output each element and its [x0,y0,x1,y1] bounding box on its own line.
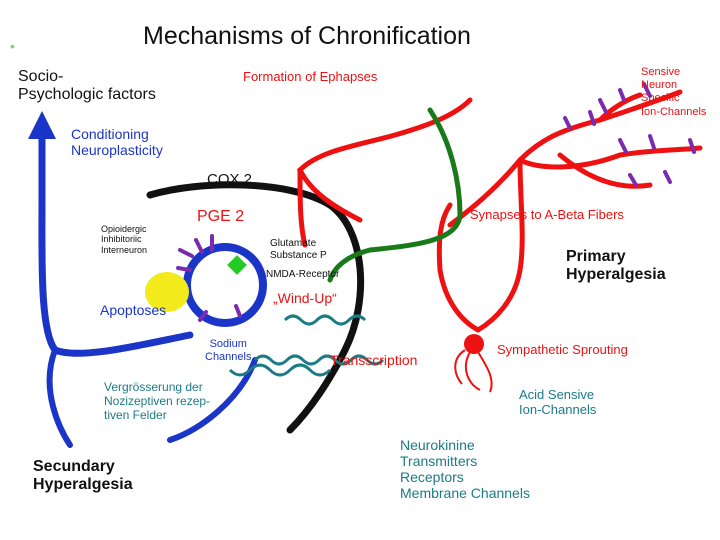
label-acid-sensive: Acid Sensive Ion-Channels [519,387,597,417]
label-cox2: COX 2 [207,171,253,188]
interneuron-ring [183,243,267,327]
label-glutamate: Glutamate Substance P [270,238,327,261]
blue-neuroplasticity-loop [28,111,194,357]
label-apoptoses: Apoptoses [100,302,167,318]
label-pge2: PGE 2 [197,208,245,225]
label-formation-of-ephapses: Formation of Ephapses [243,69,378,84]
teal-transscription-wave [253,314,385,366]
dendrite-purple-ticks [563,82,696,187]
label-sodium-channels: Sodium Channels [205,338,252,363]
label-sympathetic-sprouting: Sympathetic Sprouting [497,342,628,357]
ring-purple-ticks [176,234,242,322]
red-neuron-branches [454,349,493,393]
teal-neurokinine-wave [228,363,332,377]
label-socio-psychologic: Socio- Psychologic factors [18,68,156,104]
cox2-black-arc [146,181,365,434]
slide-bullet: • [10,38,15,54]
red-primary-neuron [296,89,703,333]
label-secundary-hyperalgesia: Secundary Hyperalgesia [33,458,133,494]
label-primary-hyperalgesia: Primary Hyperalgesia [566,248,666,284]
label-transscription: Transscription [330,352,418,368]
label-neurokinine: Neurokinine Transmitters Receptors Membr… [400,437,530,502]
label-conditioning: Conditioning Neuroplasticity [71,126,163,159]
label-vergroesserung: Vergrösserung der Nozizeptiven rezep- ti… [104,380,211,422]
green-a-beta-fiber [327,107,463,283]
label-wind-up: „Wind-Up“ [273,290,337,306]
page-title: Mechanisms of Chronification [143,22,471,50]
label-synapses-a-beta: Synapses to A-Beta Fibers [470,207,624,222]
red-neuron-soma [464,334,484,354]
opioidergic-interneuron [145,272,189,312]
nmda-receptor-marker [227,255,247,275]
blue-lower-loop [46,347,73,448]
label-sensive-neuron: Sensive Neuron Specific Ion-Channels [641,66,707,118]
label-nmda-receptor: NMDA-Receptor [266,269,340,280]
label-opioidergic: Opioidergic Inhibitoriic Interneuron [101,224,148,255]
